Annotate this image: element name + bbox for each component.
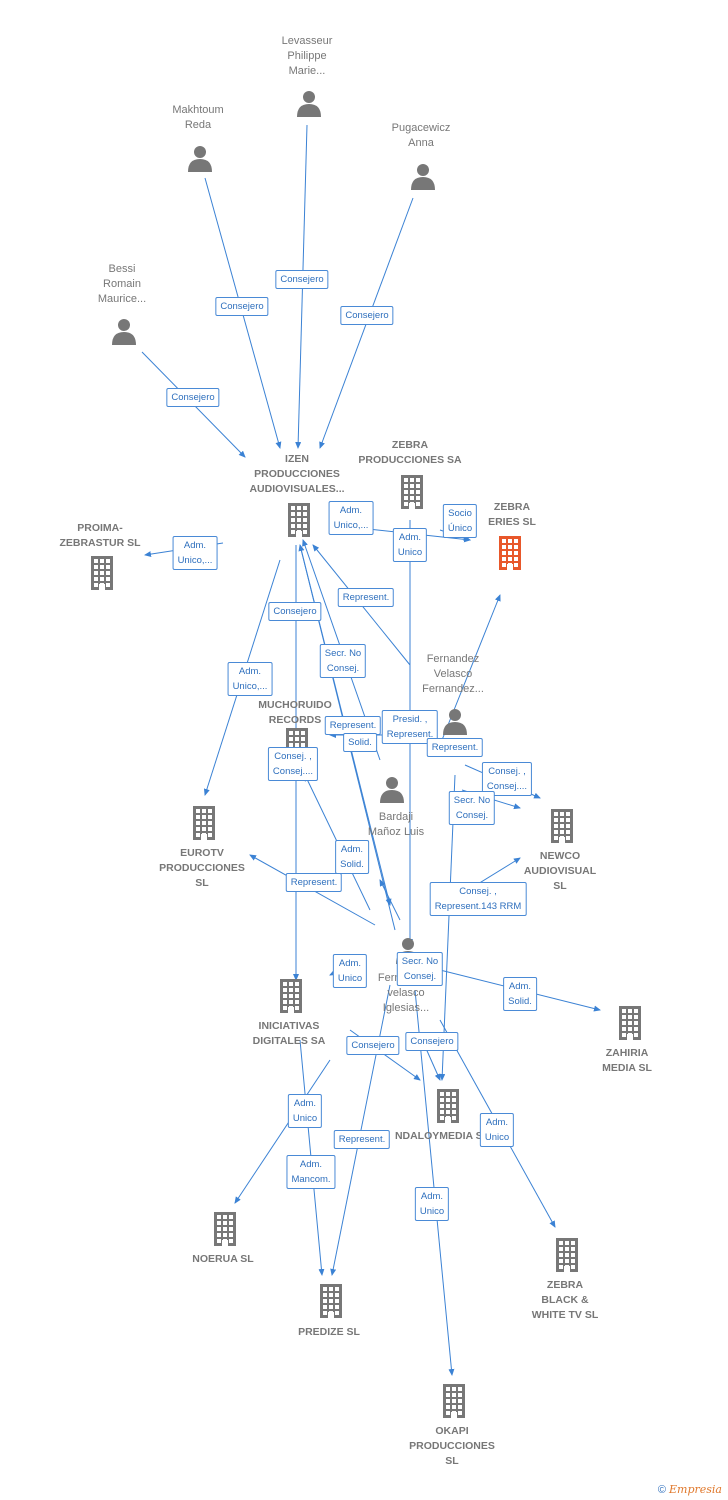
- building-icon[interactable]: [497, 536, 523, 575]
- node-label-levasseur[interactable]: Levasseur Philippe Marie...: [281, 35, 333, 77]
- edge-line: [234, 1059, 331, 1204]
- building-icon[interactable]: [318, 1284, 344, 1323]
- building-icon[interactable]: [617, 1006, 643, 1045]
- edge-label[interactable]: Consej. , Represent.143 RRM: [429, 882, 527, 916]
- copyright-icon: ©: [657, 1484, 666, 1496]
- node-label-fernandez-velasco[interactable]: Fernandez Velasco Fernandez...: [422, 653, 484, 695]
- edge-label[interactable]: Consejero: [340, 306, 394, 325]
- node-label-bessi[interactable]: Bessi Romain Maurice...: [97, 263, 147, 305]
- edge-label[interactable]: Adm. Unico: [287, 1094, 323, 1128]
- edge-label[interactable]: Secr. No Consej.: [448, 791, 496, 825]
- building-icon[interactable]: [212, 1212, 238, 1251]
- building-icon[interactable]: [286, 503, 312, 542]
- edge-label[interactable]: Consejero: [405, 1032, 459, 1051]
- brand-name: Empresia: [669, 1483, 722, 1496]
- node-label-zebra-series[interactable]: ZEBRA ERIES SL: [488, 501, 536, 528]
- person-icon[interactable]: [378, 775, 406, 808]
- node-label-pugacewicz[interactable]: Pugacewicz Anna: [391, 122, 451, 149]
- node-label-okapi[interactable]: OKAPI PRODUCCIONES SL: [409, 1425, 495, 1467]
- edge-label[interactable]: Consejero: [275, 270, 329, 289]
- brand-footer: © Empresia: [658, 1483, 722, 1496]
- node-label-zebra-bw[interactable]: ZEBRA BLACK & WHITE TV SL: [531, 1279, 599, 1321]
- node-label-bardaji[interactable]: Bardaji Mañoz Luis: [367, 811, 425, 838]
- node-label-zahiria[interactable]: ZAHIRIA MEDIA SL: [602, 1047, 652, 1074]
- edge-label[interactable]: Consejero: [166, 388, 220, 407]
- edge-label[interactable]: Secr. No Consej.: [396, 952, 444, 986]
- node-label-noerua[interactable]: NOERUA SL: [192, 1253, 254, 1265]
- edge-label[interactable]: Represent.: [285, 873, 343, 892]
- edge-label[interactable]: Solid.: [343, 733, 377, 752]
- building-icon[interactable]: [549, 809, 575, 848]
- edge-label[interactable]: Adm. Unico: [414, 1187, 450, 1221]
- edge-label[interactable]: Adm. Unico: [392, 528, 428, 562]
- edge-label[interactable]: Socio Único: [442, 504, 478, 538]
- node-label-predize[interactable]: PREDIZE SL: [298, 1326, 360, 1338]
- node-label-muchoruido[interactable]: MUCHORUIDO RECORDS: [258, 699, 332, 726]
- edge-line: [439, 594, 501, 746]
- node-label-iniciativas[interactable]: INICIATIVAS DIGITALES SA: [252, 1020, 326, 1047]
- edge-label[interactable]: Adm. Unico: [332, 954, 368, 988]
- edge-label[interactable]: Adm. Unico: [479, 1113, 515, 1147]
- edge-label[interactable]: Consej. , Consej....: [267, 747, 319, 781]
- person-icon[interactable]: [409, 162, 437, 195]
- node-label-izen[interactable]: IZEN PRODUCCIONES AUDIOVISUALES...: [249, 453, 345, 495]
- edge-line: [439, 774, 456, 1081]
- edge-label[interactable]: Adm. Solid.: [335, 840, 369, 874]
- building-icon[interactable]: [89, 556, 115, 595]
- building-icon[interactable]: [191, 806, 217, 845]
- person-icon[interactable]: [186, 144, 214, 177]
- edge-line: [379, 879, 401, 921]
- edge-label[interactable]: Consejero: [346, 1036, 400, 1055]
- edge-label[interactable]: Represent.: [333, 1130, 391, 1149]
- edge-label[interactable]: Represent.: [337, 588, 395, 607]
- node-label-zebra-prod[interactable]: ZEBRA PRODUCCIONES SA: [358, 439, 462, 466]
- building-icon[interactable]: [278, 979, 304, 1018]
- person-icon[interactable]: [295, 89, 323, 122]
- person-icon[interactable]: [441, 707, 469, 740]
- edge-label[interactable]: Adm. Mancom.: [286, 1155, 336, 1189]
- edge-line: [414, 989, 455, 1376]
- edge-label[interactable]: Adm. Unico,...: [227, 662, 273, 696]
- edge-label[interactable]: Secr. No Consej.: [319, 644, 367, 678]
- node-label-proima[interactable]: PROIMA- ZEBRASTUR SL: [59, 522, 141, 549]
- node-label-dalaymedia[interactable]: NDALOYMEDIA SL: [394, 1130, 490, 1142]
- building-icon[interactable]: [435, 1089, 461, 1128]
- edge-label[interactable]: Represent.: [426, 738, 484, 757]
- node-label-eurotv[interactable]: EUROTV PRODUCCIONES SL: [159, 847, 245, 889]
- edge-label[interactable]: Consej. , Consej....: [481, 762, 533, 796]
- edge-label[interactable]: Consejero: [268, 602, 322, 621]
- building-icon[interactable]: [554, 1238, 580, 1277]
- edge-label[interactable]: Adm. Unico,...: [328, 501, 374, 535]
- person-icon[interactable]: [110, 317, 138, 350]
- node-label-newco[interactable]: NEWCO AUDIOVISUAL SL: [523, 850, 597, 892]
- building-icon[interactable]: [399, 475, 425, 514]
- edge-label[interactable]: Adm. Unico,...: [172, 536, 218, 570]
- edge-label[interactable]: Presid. , Represent.: [381, 710, 439, 744]
- building-icon[interactable]: [441, 1384, 467, 1423]
- node-label-makhtoum[interactable]: Makhtoum Reda: [172, 104, 224, 131]
- edge-label[interactable]: Consejero: [215, 297, 269, 316]
- edge-label[interactable]: Adm. Solid.: [503, 977, 537, 1011]
